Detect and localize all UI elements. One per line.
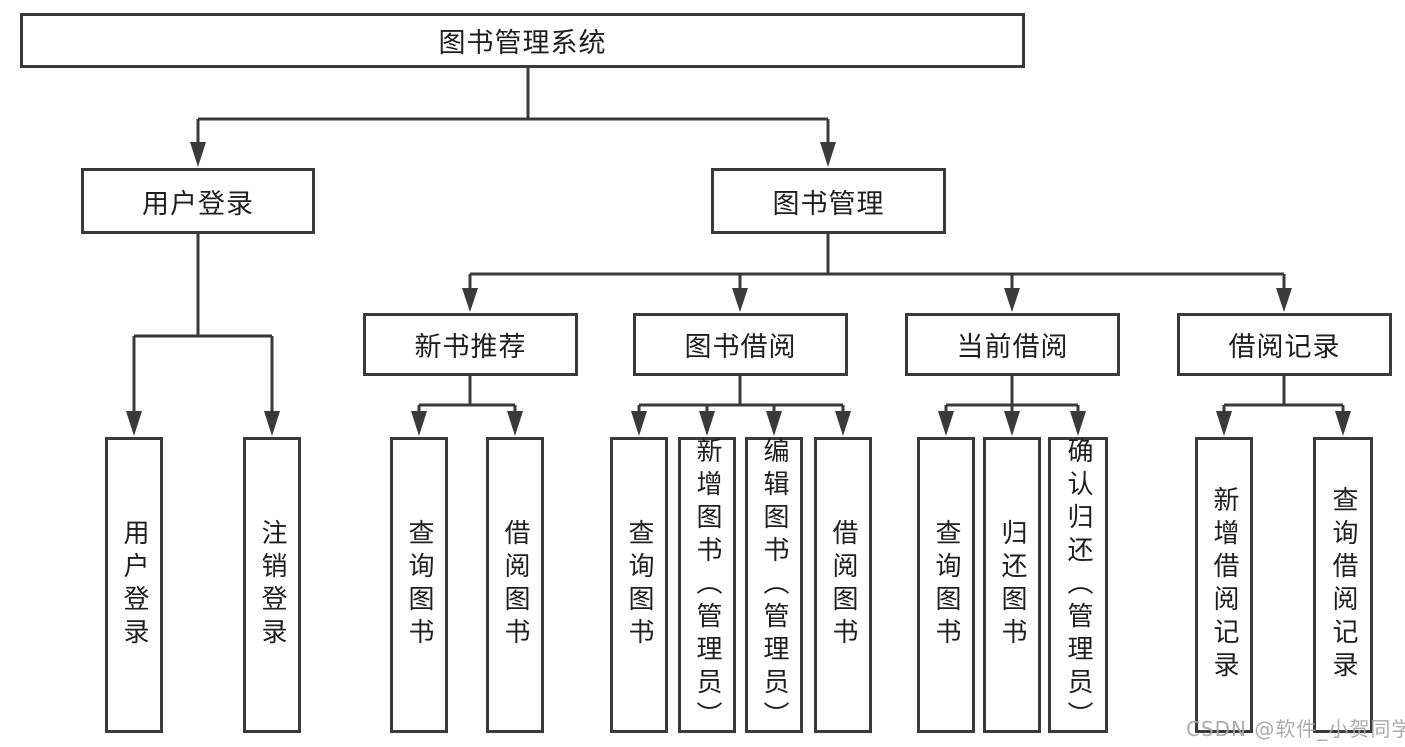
leaf-borrow-edit-books-admin: 编辑图书（管理员） bbox=[745, 436, 803, 734]
connector-current-to-leaves bbox=[944, 376, 1080, 413]
leaf-newbook-query-books: 查询图书 bbox=[390, 437, 448, 733]
leaf-user-login-label: 用户登录 bbox=[119, 519, 149, 651]
node-current-borrowing: 当前借阅 bbox=[905, 313, 1120, 376]
leaf-logout: 注销登录 bbox=[243, 437, 301, 733]
leaf-current-return-books-label: 归还图书 bbox=[997, 519, 1027, 651]
leaf-current-return-books: 归还图书 bbox=[983, 437, 1041, 733]
leaf-records-add-record-label: 新增借阅记录 bbox=[1209, 486, 1239, 684]
node-new-book-recommend-label: 新书推荐 bbox=[414, 332, 527, 363]
arrowheads-records-to-leaves bbox=[1216, 411, 1351, 436]
connector-records-to-leaves bbox=[1222, 376, 1345, 413]
node-user-login: 用户登录 bbox=[81, 168, 315, 234]
node-current-borrowing-label: 当前借阅 bbox=[956, 332, 1069, 363]
connector-root-to-level2 bbox=[196, 68, 830, 144]
node-borrowing-records-label: 借阅记录 bbox=[1228, 332, 1341, 363]
leaf-records-query-record-label: 查询借阅记录 bbox=[1328, 486, 1358, 684]
node-book-management-label: 图书管理 bbox=[772, 188, 885, 220]
leaf-current-query-books: 查询图书 bbox=[917, 437, 975, 733]
node-new-book-recommend: 新书推荐 bbox=[363, 313, 578, 376]
leaf-borrow-borrow-books-label: 借阅图书 bbox=[828, 519, 858, 651]
leaf-user-login: 用户登录 bbox=[105, 437, 163, 733]
leaf-current-query-books-label: 查询图书 bbox=[931, 519, 961, 651]
leaf-records-add-record: 新增借阅记录 bbox=[1195, 437, 1253, 733]
arrowheads-borrow-to-leaves bbox=[631, 411, 851, 436]
leaf-logout-label: 注销登录 bbox=[257, 519, 287, 651]
leaf-borrow-borrow-books: 借阅图书 bbox=[814, 437, 872, 733]
leaf-newbook-query-books-label: 查询图书 bbox=[404, 519, 434, 651]
leaf-current-confirm-return-admin: 确认归还（管理员） bbox=[1048, 436, 1108, 734]
leaf-borrow-query-books-label: 查询图书 bbox=[624, 519, 654, 651]
node-book-borrowing: 图书借阅 bbox=[633, 313, 848, 376]
node-root-system: 图书管理系统 bbox=[20, 13, 1025, 68]
node-book-management: 图书管理 bbox=[711, 168, 946, 234]
arrowheads-current-to-leaves bbox=[938, 411, 1086, 436]
arrowheads-management-to-level3 bbox=[462, 288, 1292, 312]
node-book-borrowing-label: 图书借阅 bbox=[684, 332, 797, 363]
leaf-borrow-query-books: 查询图书 bbox=[610, 437, 668, 733]
leaf-borrow-add-books-admin: 新增图书（管理员） bbox=[678, 436, 736, 734]
connector-newbook-to-leaves bbox=[417, 376, 517, 413]
node-user-login-label: 用户登录 bbox=[142, 188, 254, 220]
leaf-newbook-borrow-books-label: 借阅图书 bbox=[500, 519, 530, 651]
leaf-records-query-record: 查询借阅记录 bbox=[1313, 437, 1373, 733]
node-borrowing-records: 借阅记录 bbox=[1177, 313, 1392, 376]
node-root-system-label: 图书管理系统 bbox=[438, 28, 607, 59]
connector-login-to-leaves bbox=[132, 234, 274, 413]
leaf-borrow-edit-books-admin-label: 编辑图书（管理员） bbox=[759, 436, 789, 734]
csdn-watermark: CSDN @软件_小贺同学 bbox=[1186, 717, 1405, 741]
arrowheads-login-to-leaves bbox=[126, 411, 280, 436]
connector-management-to-level3 bbox=[468, 234, 1286, 290]
arrowheads-root-to-level2 bbox=[190, 142, 836, 167]
arrowheads-newbook-to-leaves bbox=[411, 411, 523, 436]
leaf-borrow-add-books-admin-label: 新增图书（管理员） bbox=[692, 436, 722, 734]
leaf-newbook-borrow-books: 借阅图书 bbox=[486, 437, 544, 733]
connector-borrow-to-leaves bbox=[637, 376, 845, 413]
leaf-current-confirm-return-admin-label: 确认归还（管理员） bbox=[1063, 436, 1093, 734]
